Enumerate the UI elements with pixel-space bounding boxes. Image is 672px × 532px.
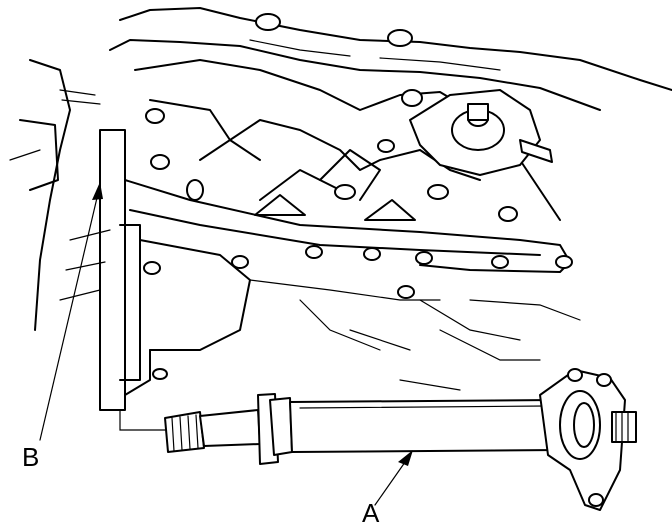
leader-line-b — [39, 184, 101, 441]
flange-plate — [99, 129, 581, 411]
flange-bolts — [143, 245, 573, 380]
callout-label-a: A — [362, 498, 380, 528]
engine-block — [9, 7, 672, 331]
arrowhead-a — [398, 450, 413, 466]
seal-ref-line — [119, 409, 171, 431]
intermediate-shaft — [164, 368, 637, 511]
callout-label-b: B — [22, 442, 40, 472]
arrowhead-b — [92, 182, 103, 200]
